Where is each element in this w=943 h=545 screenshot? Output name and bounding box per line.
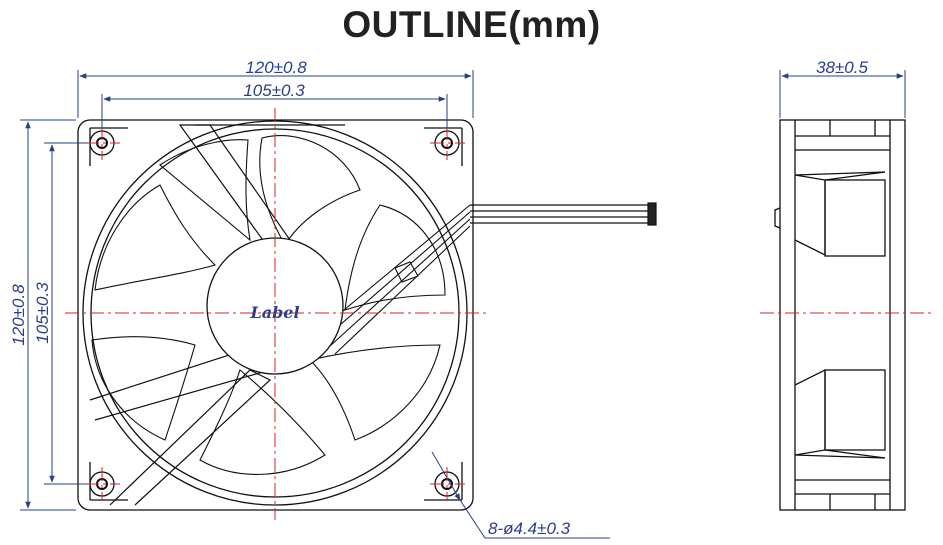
dim-height-overall: 120±0.8 bbox=[9, 284, 28, 346]
wire-channel bbox=[319, 204, 471, 355]
hole-callout-text: 8-ø4.4±0.3 bbox=[488, 519, 571, 538]
dim-width-overall: 120±0.8 bbox=[245, 58, 307, 77]
hub-label: Label bbox=[249, 303, 299, 322]
dim-depth: 38±0.5 bbox=[816, 58, 868, 77]
page-title: OUTLINE(mm) bbox=[342, 4, 601, 45]
dimension-lines-side bbox=[779, 70, 906, 118]
side-view bbox=[774, 119, 906, 511]
centerlines-front bbox=[65, 108, 490, 520]
dim-height-holes: 105±0.3 bbox=[33, 282, 52, 344]
dim-width-holes: 105±0.3 bbox=[243, 81, 305, 100]
side-frame bbox=[779, 119, 906, 511]
dimension-lines-front bbox=[20, 70, 610, 539]
cable-leads bbox=[470, 202, 657, 226]
fan-blades bbox=[91, 135, 446, 475]
